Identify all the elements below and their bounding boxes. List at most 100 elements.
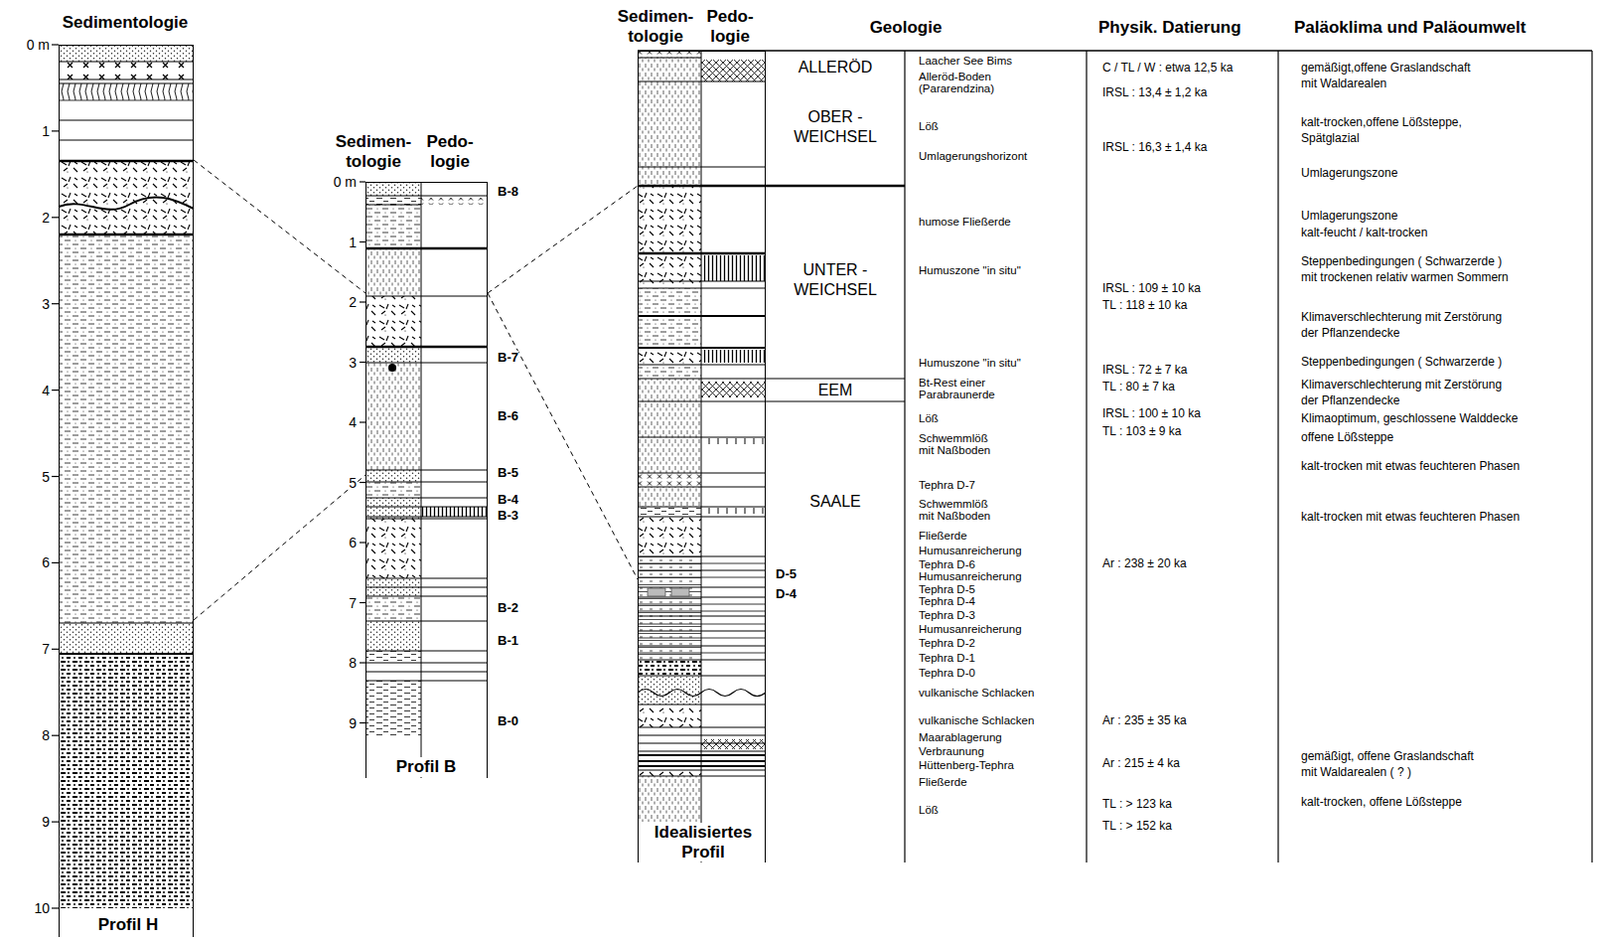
geology-text: Hüttenberg-Tephra (918, 758, 1015, 771)
boundary-line (637, 764, 766, 767)
sediment-layer (637, 81, 702, 167)
sediment-layer (637, 378, 702, 402)
boundary-line (365, 662, 488, 664)
sediment-layer (365, 469, 422, 482)
sediment-layer (701, 349, 766, 363)
climate-text: gemäßigt, offene Graslandschaft mit Wald… (1301, 748, 1485, 780)
geology-text: Löß (918, 803, 939, 816)
depth-axis-number: 0 m (26, 36, 50, 53)
depth-axis-number: 4 (41, 382, 50, 399)
dating-text: TL : 80 ± 7 ka (1102, 380, 1175, 395)
tephra-label: D-4 (775, 586, 797, 601)
boundary-line (365, 671, 488, 673)
profile-caption: Profil B (396, 756, 456, 777)
boundary-line (51, 734, 59, 736)
geology-text: Schwemmlöß mit Naßboden (918, 432, 999, 456)
boundary-line (51, 389, 59, 391)
boundary-line (637, 57, 702, 59)
climate-text: Klimaoptimum, geschlossene Walddecke (1301, 411, 1518, 428)
wavy-boundary (58, 196, 194, 209)
boundary-line (637, 166, 766, 168)
boundary-line (365, 497, 488, 499)
geology-text: Löß (918, 412, 939, 425)
boundary-line (637, 727, 766, 728)
sediment-layer (637, 506, 702, 517)
dating-text: TL : 118 ± 10 ka (1102, 298, 1187, 313)
stage-label: SAALE (809, 492, 862, 511)
boundary-line (365, 204, 422, 206)
boundary-line (365, 650, 488, 652)
profile-column: SedimentologieProfil H (58, 44, 194, 937)
boundary-line (365, 578, 488, 580)
sediment-layer (637, 707, 702, 728)
dating-text: Ar : 235 ± 35 ka (1102, 714, 1187, 728)
geology-text: Humuszone "in situ" (918, 264, 1021, 277)
boundary-line (421, 181, 423, 778)
boundary-line (637, 586, 766, 588)
sediment-layer (637, 57, 702, 82)
boundary-line (637, 704, 766, 706)
boundary-line (637, 252, 766, 256)
boundary-line (365, 586, 488, 588)
dating-text: IRSL : 13,4 ± 1,2 ka (1102, 86, 1208, 101)
sediment-layer (421, 506, 488, 517)
sediment-layer (365, 295, 422, 347)
boundary-line (637, 659, 766, 661)
climate-text: Steppenbedingungen ( Schwarzerde ) mit t… (1301, 254, 1512, 286)
boundary-line (637, 556, 766, 558)
sediment-layer (365, 680, 422, 735)
geology-text: humose Fließerde (918, 215, 1012, 228)
climate-text: gemäßigt,offene Graslandschaft mit Walda… (1301, 60, 1480, 92)
geology-text: Umlagerungshorizont (918, 149, 1027, 162)
dating-text: IRSL : 72 ± 7 ka (1102, 363, 1188, 378)
boundary-line (637, 603, 766, 605)
profile-caption: Idealisiertes Profil (654, 822, 752, 862)
dating-text: C / TL / W : etwa 12,5 ka (1102, 61, 1233, 76)
boundary-line (51, 820, 59, 822)
boundary-line (637, 288, 766, 290)
boundary-line (58, 652, 194, 655)
geology-text: Fließerde (918, 529, 968, 542)
column-header: Geologie (870, 17, 943, 38)
boundary-line (903, 50, 905, 863)
depth-axis-number: 4 (348, 414, 357, 431)
sediment-layer (58, 44, 194, 62)
boundary-line (637, 184, 905, 188)
sediment-layer (365, 204, 422, 249)
sediment-layer (365, 346, 422, 363)
column-heading: Sedimen- tologie (617, 6, 695, 46)
sediment-layer (58, 61, 194, 80)
sample-label: B-3 (497, 508, 519, 524)
profile-column: Sedimen- tologiePedo- logieProfil B (365, 181, 488, 778)
boundary-line (637, 49, 1593, 52)
column-header: Paläoklima und Paläoumwelt (1294, 17, 1526, 38)
geology-text: Tephra D-2 (918, 636, 976, 649)
boundary-line (637, 436, 766, 438)
geology-text: Humusanreicherung (918, 544, 1022, 557)
sediment-layer (637, 288, 702, 316)
sample-label: B-5 (497, 465, 519, 481)
boundary-line (637, 314, 766, 317)
sediment-layer (637, 347, 702, 365)
column-heading: Sedimentologie (62, 12, 189, 33)
correlation-line (487, 185, 638, 293)
boundary-line (51, 130, 59, 132)
sediment-layer (637, 486, 702, 507)
sediment-layer (365, 518, 422, 579)
correlation-line (193, 159, 366, 293)
depth-axis-number: 8 (348, 654, 357, 671)
boundary-line (1591, 50, 1593, 863)
boundary-line (51, 475, 59, 477)
depth-axis-number: 9 (41, 813, 50, 830)
sediment-layer (701, 507, 766, 514)
boundary-line (637, 630, 766, 632)
climate-text: kalt-feucht / kalt-trocken (1301, 225, 1428, 242)
dating-text: Ar : 215 ± 4 ka (1102, 756, 1180, 771)
sediment-layer (637, 769, 702, 776)
depth-axis-number: 6 (41, 554, 50, 571)
boundary-line (365, 518, 488, 520)
dating-text: IRSL : 109 ± 10 ka (1102, 282, 1201, 296)
boundary-line (51, 906, 59, 908)
